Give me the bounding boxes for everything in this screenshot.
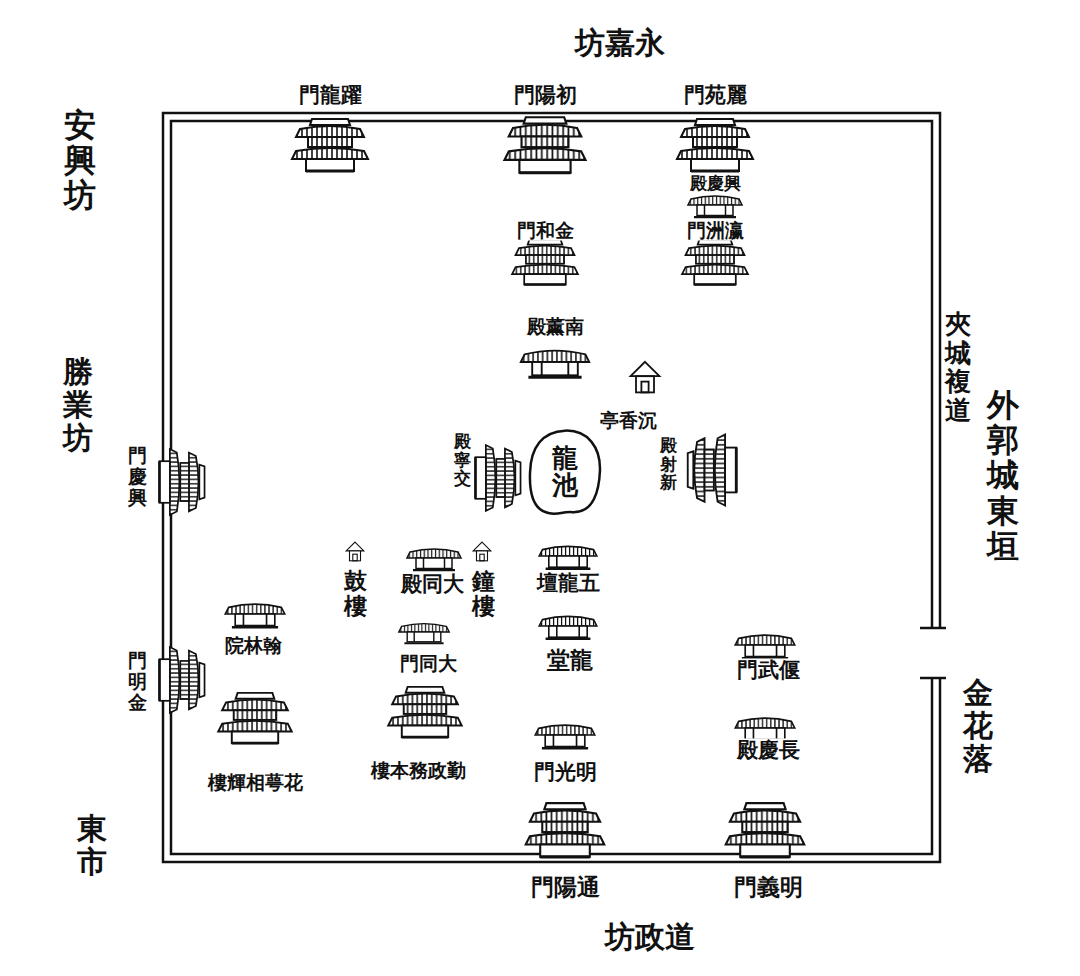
place-label: 門光明 <box>532 760 599 783</box>
vertical-place-label: 殿寧交 <box>454 432 471 488</box>
building-icon <box>159 647 204 713</box>
place-label: 樓輝相萼花 <box>206 772 305 793</box>
building-icon <box>688 435 737 506</box>
building-icon <box>682 239 748 284</box>
building-icon <box>407 549 461 570</box>
place-label: 門苑麗 <box>682 83 749 106</box>
building-icon <box>535 725 594 748</box>
building-icon <box>159 449 204 515</box>
place-label: 門陽初 <box>512 83 579 106</box>
place-label: 院林翰 <box>223 635 284 656</box>
palace-wall <box>163 113 946 862</box>
vertical-place-label: 夾城複道 <box>945 310 971 424</box>
vertical-place-label: 外郭城東垣 <box>987 388 1019 564</box>
building-icon <box>218 693 291 743</box>
place-label: 亭香沉 <box>598 410 659 431</box>
building-icon <box>688 196 742 217</box>
place-label: 門洲瀛 <box>685 220 746 241</box>
vertical-place-label: 勝業坊 <box>63 355 93 454</box>
building-icon <box>473 542 491 561</box>
place-label: 門和金 <box>515 220 576 241</box>
building-icon <box>399 624 449 644</box>
building-icon <box>539 616 597 638</box>
place-label: 門武偃 <box>735 658 802 681</box>
vertical-place-label: 安興坊 <box>64 108 96 214</box>
building-icon <box>475 445 520 511</box>
building-icon <box>521 351 589 378</box>
building-icon <box>526 803 605 857</box>
pond-name: 龍池 <box>552 445 578 500</box>
vertical-place-label: 門明金 <box>128 650 147 713</box>
place-label: 坊政道 <box>603 920 697 953</box>
place-label: 坊嘉永 <box>573 26 667 59</box>
place-label: 殿慶長 <box>735 738 802 761</box>
buildings <box>159 117 804 857</box>
vertical-place-label: 殿射新 <box>660 436 677 492</box>
place-label: 殿慶興 <box>688 174 743 193</box>
vertical-place-label: 金花落 <box>963 676 993 775</box>
place-label: 壇龍五 <box>535 571 602 594</box>
building-icon <box>346 542 364 561</box>
place-label: 門同大 <box>398 653 459 674</box>
building-icon <box>512 239 578 284</box>
vertical-place-label: 門慶興 <box>128 445 147 508</box>
vertical-place-label: 東市 <box>77 812 107 878</box>
place-label: 殿同大 <box>399 572 466 595</box>
place-label: 門龍躍 <box>297 83 364 106</box>
vertical-place-label: 鐘樓 <box>472 568 495 619</box>
building-icon <box>631 362 660 393</box>
vertical-place-label: 鼓樓 <box>344 568 367 619</box>
place-label: 門義明 <box>732 874 805 899</box>
building-icon <box>677 119 753 171</box>
building-icon <box>735 635 794 658</box>
building-icon <box>292 119 368 171</box>
building-icon <box>539 546 597 568</box>
building-icon <box>225 604 284 627</box>
place-label: 殿薰南 <box>525 316 586 337</box>
place-label: 堂龍 <box>545 647 595 672</box>
place-label: 樓本務政勤 <box>369 760 468 781</box>
pond-ellipse: 龍池 <box>527 428 603 517</box>
building-icon <box>388 687 461 737</box>
place-label: 門陽通 <box>529 874 602 899</box>
building-icon <box>504 117 585 172</box>
building-icon <box>726 803 805 857</box>
